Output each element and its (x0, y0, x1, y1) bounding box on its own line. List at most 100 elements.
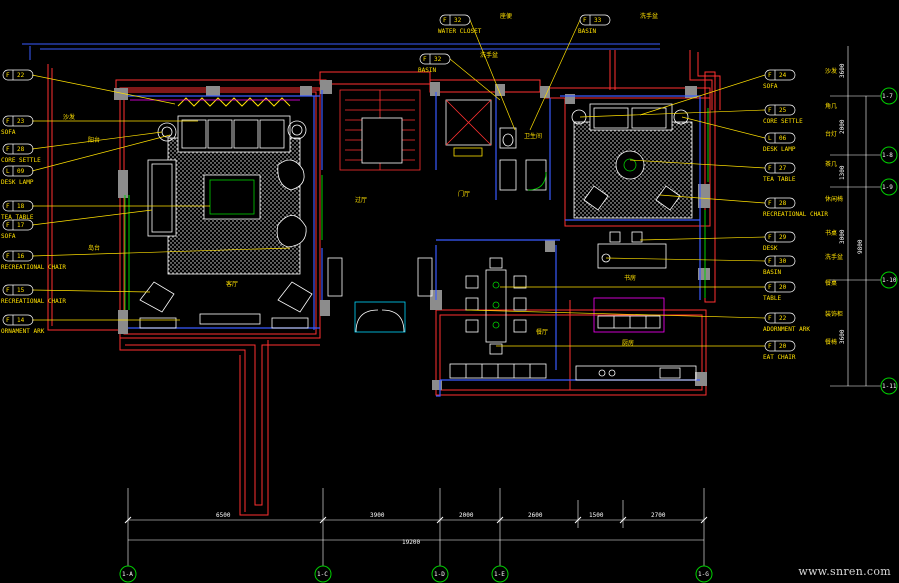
bottom-axis-label: 1-D (434, 571, 445, 578)
top-boundary-lines (22, 43, 660, 60)
left-2-tag-label: CORE SETTLE (1, 157, 41, 164)
right-0-tag-code: F (768, 72, 772, 79)
left-4-tag-num: 18 (17, 203, 25, 210)
dim-total: 19200 (402, 539, 420, 546)
right-2-tag-cn: 台灯 (825, 130, 837, 138)
dim-right-5: 3600 (839, 329, 846, 344)
right-axis-label: 1-8 (882, 152, 893, 159)
right-0-tag-num: 24 (779, 72, 787, 79)
room-label-living: 客厅 (226, 280, 238, 288)
left-4-tag-code: F (6, 203, 10, 210)
left-7-tag-num: 15 (17, 287, 25, 294)
bottom-axis-label: 1-E (494, 571, 505, 578)
left-6-tag-num: 16 (17, 253, 25, 260)
right-3-tag-num: 27 (779, 165, 787, 172)
top-2-tag-num: 32 (434, 56, 442, 63)
right-4-tag-cn: 休闲椅 (825, 195, 843, 203)
room-label-bath: 卫生间 (524, 132, 542, 140)
top-0-tag-code: F (443, 17, 447, 24)
right-7-tag-num: 20 (779, 284, 787, 291)
right-8-tag-num: 22 (779, 315, 787, 322)
left-7-tag-label: RECREATIONAL CHAIR (1, 298, 66, 305)
left-1-tag-label: SOFA (1, 129, 16, 136)
right-1-tag-code: F (768, 107, 772, 114)
right-dimension: 3600 2000 1300 3000 3600 9800 1-71-81-91… (830, 46, 898, 395)
top-0-tag-cn: 座便 (500, 12, 512, 20)
top-2-tag-label: BASIN (418, 67, 436, 74)
living-room-furniture (139, 115, 313, 329)
left-6-tag-label: RECREATIONAL CHAIR (1, 264, 66, 271)
right-9-tag-cn: 餐椅 (825, 338, 837, 346)
left-2-tag-code: F (6, 146, 10, 153)
dim-seg-2: 3900 (370, 512, 385, 519)
right-2-tag-num: 06 (779, 135, 787, 142)
dim-right-1: 3600 (839, 63, 846, 78)
curtain-valance (177, 97, 291, 107)
dining-furniture (449, 257, 547, 379)
room-label-island: 岛台 (88, 244, 100, 252)
left-1-tag-cn: 沙发 (63, 113, 75, 121)
top-1-tag-label: BASIN (578, 28, 596, 35)
right-3-tag-cn: 茶几 (825, 160, 837, 168)
room-labels: 客厅 过厅 餐厅 厨房 书房 卫生间 阳台 门厅 岛台 (88, 132, 636, 347)
dim-right-3: 1300 (839, 165, 846, 180)
leader-lines (31, 19, 766, 347)
room-label-corridor: 过厅 (355, 196, 367, 204)
bath-elevator (445, 99, 547, 191)
right-4-tag-num: 28 (779, 200, 787, 207)
right-9-tag-label: EAT CHAIR (763, 354, 796, 361)
dim-seg-1: 6500 (216, 512, 231, 519)
right-axis-label: 1-9 (882, 184, 893, 191)
wall-posts (114, 80, 710, 390)
left-5-tag-num: 17 (17, 222, 25, 229)
left-5-tag-code: F (6, 222, 10, 229)
top-0-tag-label: WATER CLOSET (438, 28, 482, 35)
left-3-tag-num: 09 (17, 168, 25, 175)
right-5-tag-code: F (768, 234, 772, 241)
dim-seg-4: 2600 (528, 512, 543, 519)
room-label-kitchen: 厨房 (622, 339, 634, 347)
dim-right-2: 2000 (839, 119, 846, 134)
right-axis-label: 1-7 (882, 93, 893, 100)
room-label-balcony: 阳台 (88, 136, 100, 144)
watermark: www.snren.com (798, 565, 891, 578)
right-8-tag-code: F (768, 315, 772, 322)
left-8-tag-code: F (6, 317, 10, 324)
top-2-tag-code: F (423, 56, 427, 63)
dim-right-total: 9800 (857, 239, 864, 254)
right-8-tag-cn: 装饰柜 (825, 310, 843, 318)
right-0-tag-cn: 沙发 (825, 67, 837, 75)
right-9-tag-num: 20 (779, 343, 787, 350)
window-frames (124, 108, 709, 310)
left-3-tag-code: L (6, 168, 10, 175)
right-axis-label: 1-11 (882, 383, 897, 390)
top-1-tag-cn: 洗手盆 (640, 12, 658, 20)
right-7-tag-cn: 餐桌 (825, 279, 837, 287)
left-6-tag-code: F (6, 253, 10, 260)
left-0-tag-code: F (6, 72, 10, 79)
left-5-tag-label: SOFA (1, 233, 16, 240)
kitchen-fixtures (575, 297, 697, 381)
right-axis-label: 1-10 (882, 277, 897, 284)
top-1-tag-num: 33 (594, 17, 602, 24)
right-4-tag-label: RECREATIONAL CHAIR (763, 211, 828, 218)
right-1-tag-cn: 角几 (825, 102, 837, 110)
